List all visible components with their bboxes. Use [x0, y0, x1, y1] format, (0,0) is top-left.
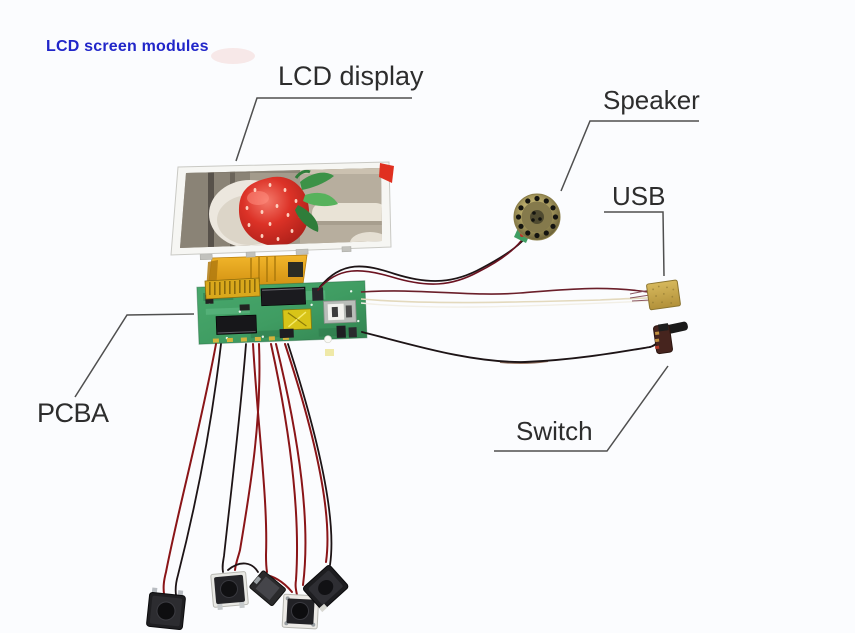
usb-connector: [646, 279, 681, 311]
page-title: LCD screen modules: [46, 38, 209, 55]
crystal-chip: [282, 308, 312, 331]
leader-line-pcba: [74, 313, 195, 398]
speaker-disc: [513, 193, 561, 243]
leader-line-lcd-display: [235, 97, 412, 162]
push-button-1: [146, 587, 186, 630]
lcd-mount-tabs: [199, 246, 352, 261]
push-button-2: [210, 571, 249, 611]
label-pcba: PCBA: [37, 398, 109, 428]
smd-component: [348, 327, 357, 338]
smd-component: [311, 287, 324, 301]
button-wires: [162, 343, 333, 596]
push-button-4: [302, 565, 349, 613]
lcd-display-module: [170, 161, 394, 261]
push-button-3: [281, 593, 320, 630]
label-speaker: Speaker: [603, 85, 700, 115]
usb-wires: [360, 287, 651, 308]
watermark-smudge: [211, 48, 255, 64]
label-switch: Switch: [516, 416, 593, 446]
leader-line-speaker: [560, 120, 699, 192]
strawberry-leaves: [294, 169, 338, 232]
switch-wire: [361, 331, 660, 365]
lcd-screen-photo: [180, 168, 382, 248]
leader-line-switch: [494, 365, 669, 452]
yellow-dot: [325, 349, 334, 356]
lcd-red-tab: [379, 163, 394, 183]
smd-component: [279, 328, 294, 339]
card-slot: [323, 299, 357, 324]
label-usb: USB: [612, 181, 666, 211]
wire-connector: [249, 570, 286, 606]
smd-component: [336, 325, 346, 338]
ram-chip: [215, 314, 257, 335]
smd-component: [239, 304, 250, 311]
speaker-wire: [317, 236, 527, 291]
toggle-switch: [653, 321, 688, 355]
fpc-connector: [204, 277, 261, 300]
speaker-holes: [515, 195, 559, 239]
led: [324, 335, 332, 344]
flash-chip: [260, 286, 306, 307]
label-lcd-display: LCD display: [278, 61, 424, 91]
leader-line-usb: [604, 211, 665, 277]
